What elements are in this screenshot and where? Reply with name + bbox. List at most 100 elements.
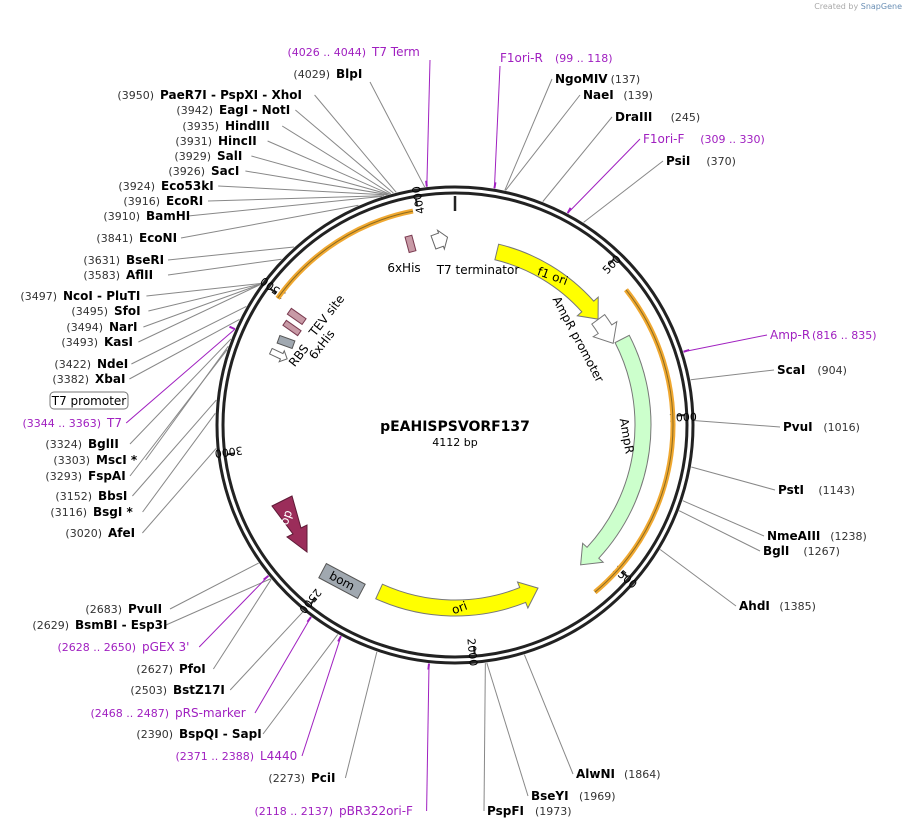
feature-label-rop: rop — [275, 508, 295, 531]
left-site-name[interactable]: SfoI — [114, 304, 141, 318]
top-site-name[interactable]: BlpI — [336, 67, 362, 81]
left-site-name[interactable]: PaeR7I - PspXI - XhoI — [160, 88, 302, 102]
tick-label-3000: 3000 — [214, 444, 243, 460]
left-site-pos: (3293) — [45, 470, 82, 483]
feature-ampr-promoter[interactable] — [591, 313, 618, 344]
right-site-name[interactable]: NgoMIV — [555, 72, 608, 86]
right-site-name[interactable]: BglI — [763, 544, 789, 558]
left-site-name[interactable]: EcoNI — [139, 231, 177, 245]
left-site-name[interactable]: BamHI — [146, 209, 190, 223]
left-site-name[interactable]: Eco53kI — [161, 179, 214, 193]
top-site-pos: (4029) — [293, 68, 330, 81]
left-site-pos: (3303) — [53, 454, 90, 467]
orf-arc-upper-core — [277, 210, 414, 299]
t7-terminator-glyph[interactable] — [430, 228, 451, 252]
top-site-name[interactable]: T7 Term — [371, 45, 420, 59]
right-site-name[interactable]: PspFI — [487, 804, 524, 818]
leader-line — [132, 399, 217, 497]
leader-line — [165, 578, 271, 626]
left-site-name[interactable]: pBR322ori-F — [339, 804, 413, 818]
right-site-name[interactable]: AlwNI — [576, 767, 615, 781]
left-site-pos: (3950) — [117, 89, 154, 102]
right-site-name[interactable]: PstI — [778, 483, 804, 497]
tick-label-4000: 4000 — [410, 185, 428, 215]
right-site-pos: (1385) — [779, 600, 816, 613]
leader-line — [682, 500, 765, 537]
right-site-name[interactable]: PvuI — [783, 420, 813, 434]
left-site-name[interactable]: BspQI - SapI — [179, 727, 262, 741]
leader-line — [146, 282, 262, 297]
feature-f1-ori[interactable] — [494, 243, 599, 320]
right-site-name[interactable]: F1ori-F — [643, 132, 684, 146]
rbs-glyph[interactable] — [276, 334, 296, 350]
left-site-name[interactable]: AflII — [126, 268, 153, 282]
left-site-name[interactable]: EcoRI — [166, 194, 203, 208]
tick-label-2500: 2500 — [296, 586, 324, 616]
left-site-name[interactable]: NcoI - PluTI — [63, 289, 140, 303]
orf-arc-right-core — [594, 289, 674, 593]
right-site-name[interactable]: NmeAIII — [767, 529, 820, 543]
his-tag-left-glyph[interactable] — [282, 319, 302, 337]
leader-line — [295, 109, 394, 194]
tick-1500 — [621, 570, 629, 578]
t7-promoter-box[interactable] — [49, 391, 129, 410]
left-site-name[interactable]: pRS-marker — [175, 706, 246, 720]
left-site-name[interactable]: FspAI — [88, 469, 126, 483]
left-site-name[interactable]: BstZ17I — [173, 683, 225, 697]
right-site-name[interactable]: BseYI — [531, 789, 569, 803]
left-site-pos: (3935) — [182, 120, 219, 133]
right-site-pos: (1143) — [818, 484, 855, 497]
left-site-name[interactable]: MscI * — [96, 453, 138, 467]
left-site-pos: (3942) — [176, 104, 213, 117]
right-site-pos: (1973) — [535, 805, 572, 818]
left-site-name[interactable]: HindIII — [225, 119, 270, 133]
feature-ori[interactable] — [375, 581, 539, 617]
left-site-name[interactable]: SacI — [211, 164, 239, 178]
left-site-pos: (3116) — [50, 506, 87, 519]
right-site-name[interactable]: Amp-R — [770, 328, 810, 342]
right-site-name[interactable]: NaeI — [583, 88, 614, 102]
primer-mark — [306, 616, 312, 623]
feature-rop[interactable] — [271, 495, 308, 553]
left-site-name[interactable]: EagI - NotI — [219, 103, 290, 117]
left-site-name[interactable]: AfeI — [108, 526, 135, 540]
left-site-name[interactable]: BbsI — [98, 489, 127, 503]
left-site-name[interactable]: pGEX 3' — [142, 640, 189, 654]
tev-site-glyph[interactable] — [286, 307, 307, 326]
credit-text: Created by — [814, 2, 859, 11]
left-site-name[interactable]: KasI — [104, 335, 133, 349]
left-site-name[interactable]: HincII — [218, 134, 257, 148]
left-site-name[interactable]: SalI — [217, 149, 242, 163]
left-site-name[interactable]: XbaI — [95, 372, 125, 386]
tick-4000 — [414, 198, 419, 207]
t7-promoter-glyph[interactable] — [268, 346, 289, 364]
left-site-pos: (2468 .. 2487) — [90, 707, 169, 720]
leader-line — [198, 575, 269, 648]
his-tag-top-glyph[interactable] — [404, 234, 417, 254]
primer-mark — [337, 635, 342, 642]
feature-bom[interactable] — [318, 562, 366, 600]
right-site-name[interactable]: ScaI — [777, 363, 805, 377]
leader-line — [169, 562, 259, 610]
left-site-name[interactable]: BglII — [88, 437, 119, 451]
right-site-name[interactable]: PsiI — [666, 154, 690, 168]
left-site-name[interactable]: PvuII — [128, 602, 162, 616]
left-site-pos: (2629) — [32, 619, 69, 632]
right-site-name[interactable]: DraIII — [615, 110, 652, 124]
left-site-name[interactable]: L4440 — [260, 749, 297, 763]
left-site-name[interactable]: T7 — [106, 416, 122, 430]
left-site-name[interactable]: PciI — [311, 771, 336, 785]
left-site-name[interactable]: NdeI — [97, 357, 128, 371]
feature-ampr[interactable] — [580, 334, 652, 566]
left-site-name[interactable]: BsgI * — [93, 505, 134, 519]
right-site-pos: (1969) — [579, 790, 616, 803]
left-site-name[interactable]: PfoI — [179, 662, 206, 676]
left-site-name[interactable]: BseRI — [126, 253, 164, 267]
left-site-name[interactable]: BsmBI - Esp3I — [75, 618, 167, 632]
leader-line — [567, 138, 641, 214]
top-site-name[interactable]: F1ori-R — [500, 51, 543, 65]
left-site-name[interactable]: NarI — [109, 320, 138, 334]
leader-line — [583, 160, 664, 223]
right-site-name[interactable]: AhdI — [739, 599, 770, 613]
